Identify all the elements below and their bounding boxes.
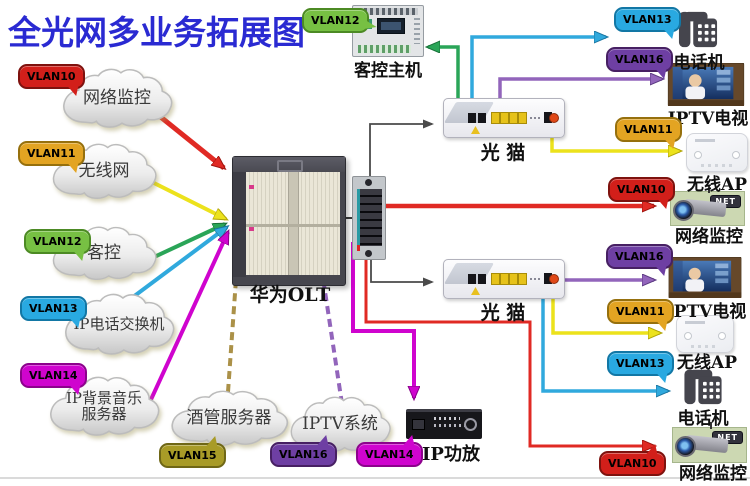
- cloud-iptv-system: IPTV系统: [286, 396, 394, 454]
- link-modem1-phone: [470, 37, 606, 100]
- vlan-badge-13-phone1: VLAN13: [614, 7, 681, 32]
- olt-label: 华为OLT: [249, 284, 331, 306]
- phone1-label: 电话机: [673, 53, 725, 73]
- tv2-label: IPTV电视: [665, 302, 747, 322]
- link-wireless-to-olt: [147, 178, 226, 221]
- page-title: 全光网多业务拓展图: [8, 13, 305, 52]
- cloud-wireless-net: 无线网: [48, 143, 160, 201]
- cloud-hotel-server: 酒管服务器: [166, 390, 292, 448]
- link-modem1-guesthost: [428, 47, 460, 100]
- modem1-label: 光 猫: [480, 142, 526, 164]
- vlan-badge-16-tv2: VLAN16: [606, 244, 673, 269]
- cloud-ip-phone-switch: IP电话交换机: [60, 293, 178, 357]
- vlan-badge-11-ap2: VLAN11: [607, 299, 674, 324]
- link-ipphone-to-olt: [123, 227, 227, 305]
- optical-modem-2: [443, 259, 565, 299]
- link-splitter-to-modem2: [370, 256, 434, 287]
- lcd-screen-icon: [377, 18, 405, 34]
- vlan-badge-13-phone2: VLAN13: [607, 351, 674, 376]
- phone-icon: [676, 9, 720, 49]
- camera-icon: NET: [672, 422, 747, 463]
- optical-splitter-device: [352, 176, 386, 260]
- link-modem1-tv: [498, 79, 662, 100]
- cloud-label: IPTV系统: [302, 414, 378, 435]
- vlan-badge-12-guesthost: VLAN12: [302, 8, 369, 33]
- link-music-to-olt: [146, 232, 230, 407]
- cloud-guest-control: 客控: [48, 226, 160, 282]
- link-splitter-to-modem1: [369, 119, 434, 178]
- vlan-badge-14-music: VLAN14: [20, 363, 87, 388]
- bottom-border-line: [0, 477, 750, 479]
- vlan-badge-11-wireless: VLAN11: [18, 141, 85, 166]
- cloud-label: 网络监控: [83, 88, 151, 109]
- link-magenta-amplifier: [351, 242, 414, 398]
- link-modem2-ap: [551, 298, 660, 333]
- camera-icon: NET: [670, 186, 745, 226]
- link-modem2-phone: [541, 298, 668, 391]
- link-red-camera2: [364, 254, 654, 446]
- cloud-label: 酒管服务器: [186, 408, 272, 429]
- camera1-label: 网络监控: [675, 227, 743, 247]
- ip-amplifier-label: IP功放: [422, 444, 480, 465]
- link-guest-to-olt: [151, 222, 225, 260]
- ip-amplifier-device: [406, 409, 482, 439]
- vlan-badge-14-amp: VLAN14: [356, 442, 423, 467]
- link-iptvsys-to-olt: [321, 265, 344, 405]
- guest-control-host-label: 客控主机: [354, 61, 422, 81]
- cloud-network-monitor: 网络监控: [58, 68, 176, 130]
- vlan-badge-10-cam2: VLAN10: [599, 451, 666, 476]
- ap2-label: 无线AP: [677, 353, 737, 373]
- link-monitor-to-olt: [150, 108, 224, 168]
- cloud-label: 客控: [87, 243, 121, 264]
- modem2-label: 光 猫: [480, 302, 526, 324]
- vlan-badge-13-ipphone: VLAN13: [20, 296, 87, 321]
- cloud-bgm-server: IP背景音乐服务器: [45, 376, 163, 438]
- tv-icon: [668, 257, 742, 298]
- ap1-label: 无线AP: [687, 175, 747, 195]
- vlan-badge-10-monitor: VLAN10: [18, 64, 85, 89]
- cloud-label: 无线网: [78, 161, 130, 182]
- tv1-label: IPTV电视: [667, 109, 749, 129]
- camera2-label: 网络监控: [679, 464, 747, 484]
- wireless-ap-device: [676, 315, 734, 353]
- vlan-badge-16-iptvsys: VLAN16: [270, 442, 337, 467]
- vlan-badge-12-guest: VLAN12: [24, 229, 91, 254]
- vlan-badge-15-hotel: VLAN15: [159, 443, 226, 468]
- link-modem1-ap: [550, 134, 680, 151]
- olt-device: [232, 156, 346, 286]
- vlan-badge-16-tv1: VLAN16: [606, 47, 673, 72]
- cloud-label: IP背景音乐服务器: [65, 389, 143, 423]
- phone2-label: 电话机: [677, 409, 729, 429]
- vlan-badge-10-cam1: VLAN10: [608, 177, 675, 202]
- cloud-label: IP电话交换机: [73, 315, 165, 334]
- optical-modem-1: [443, 98, 565, 138]
- wireless-ap-device: [686, 133, 748, 172]
- vlan-badge-11-ap1: VLAN11: [615, 117, 682, 142]
